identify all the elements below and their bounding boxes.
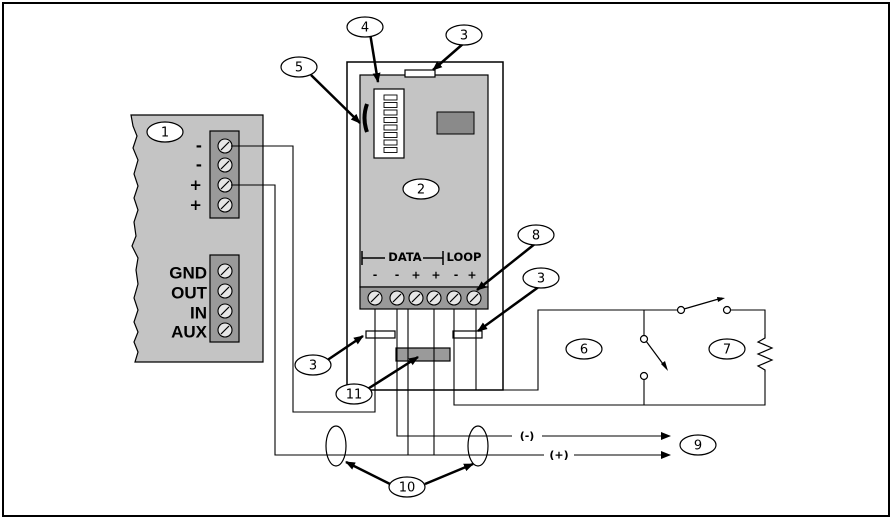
panel-terminal-label-gnd: GND [169,264,207,283]
module-terminal-screw [426,290,442,306]
callout-number: 8 [532,229,540,244]
callout-number: 7 [723,343,731,358]
module-terminal-screw [446,290,462,306]
panel-terminal-label: - [196,137,202,155]
module-terminal-sign: - [395,269,400,282]
callout-c2: 2 [402,178,440,200]
callout-c8: 8 [517,224,555,246]
callout-number: 1 [161,126,169,141]
module-terminal-sign: + [411,269,420,282]
frame-border [2,2,890,517]
dip-switch-slot [383,124,398,131]
chip [436,111,475,135]
data-header: DATA [388,250,422,264]
callout-number: 10 [399,481,416,496]
panel-terminal-label: + [189,196,202,214]
module-terminal-sign: - [373,269,378,282]
callout-c6: 6 [565,338,603,360]
callout-c3b: 3 [522,267,560,289]
callout-c10: 10 [388,476,426,498]
panel-terminal-screw [217,283,233,299]
panel-terminal-label: - [196,156,202,174]
callout-number: 3 [309,359,317,374]
dip-switch [373,88,405,159]
dip-switch-slot [383,139,398,146]
dip-switch-slot [383,117,398,123]
module-terminal-sign: + [467,269,476,282]
panel-terminal-label-aux: AUX [171,323,208,342]
callout-number: 5 [295,61,303,76]
callout-c1: 1 [146,121,184,143]
callout-number: 4 [361,21,369,36]
panel-terminal-label-out: OUT [171,284,208,303]
wire-entry [395,347,451,362]
dip-switch-slot [383,132,398,138]
panel-terminal-screw [217,322,233,338]
callout-c3c: 3 [294,354,332,376]
callout-number: 3 [460,29,468,44]
callout-c9: 9 [679,434,717,456]
mounting-tab-bottom-right [452,330,483,339]
dip-switch-slot [383,94,398,101]
module-terminal-screw [466,290,482,306]
callout-leaders [310,32,541,486]
wire-label-negative: (-) [520,430,535,443]
panel-terminal-screw [217,138,233,154]
callout-number: 11 [346,388,363,403]
resistor-icon [756,334,774,372]
module-terminal-sign: + [431,269,440,282]
module-terminal-screw [389,290,405,306]
callout-c4: 4 [346,16,384,38]
ferrite-right [467,425,489,467]
mounting-tab-top [404,69,436,78]
callout-number: 9 [694,439,702,454]
panel-terminal-screw [217,263,233,279]
callout-c5: 5 [280,56,318,78]
callout-number: 2 [417,183,425,198]
callout-c11: 11 [335,383,373,405]
panel-terminal-label-in: IN [190,304,207,323]
status-led [362,103,369,133]
panel-terminal-screw [217,157,233,173]
module-terminal-screw [367,290,383,306]
callout-c3a: 3 [445,24,483,46]
callout-number: 3 [537,272,545,287]
dip-switch-slot [383,102,398,108]
panel-terminal-screw [217,197,233,213]
panel-terminal-label: + [189,176,202,194]
loop-header: LOOP [447,250,482,264]
dip-switch-slot [383,147,398,153]
module-terminal-sign: - [454,269,459,282]
wire-label-positive: (+) [549,449,568,462]
panel-terminal-screw [217,177,233,193]
mounting-tab-bottom-left [365,330,396,339]
callout-number: 6 [580,343,588,358]
panel-terminal-screw [217,303,233,319]
dip-switch-slot [383,109,398,116]
module-terminal-screw [408,290,424,306]
ferrite-left [325,425,347,467]
callout-c7: 7 [708,338,746,360]
